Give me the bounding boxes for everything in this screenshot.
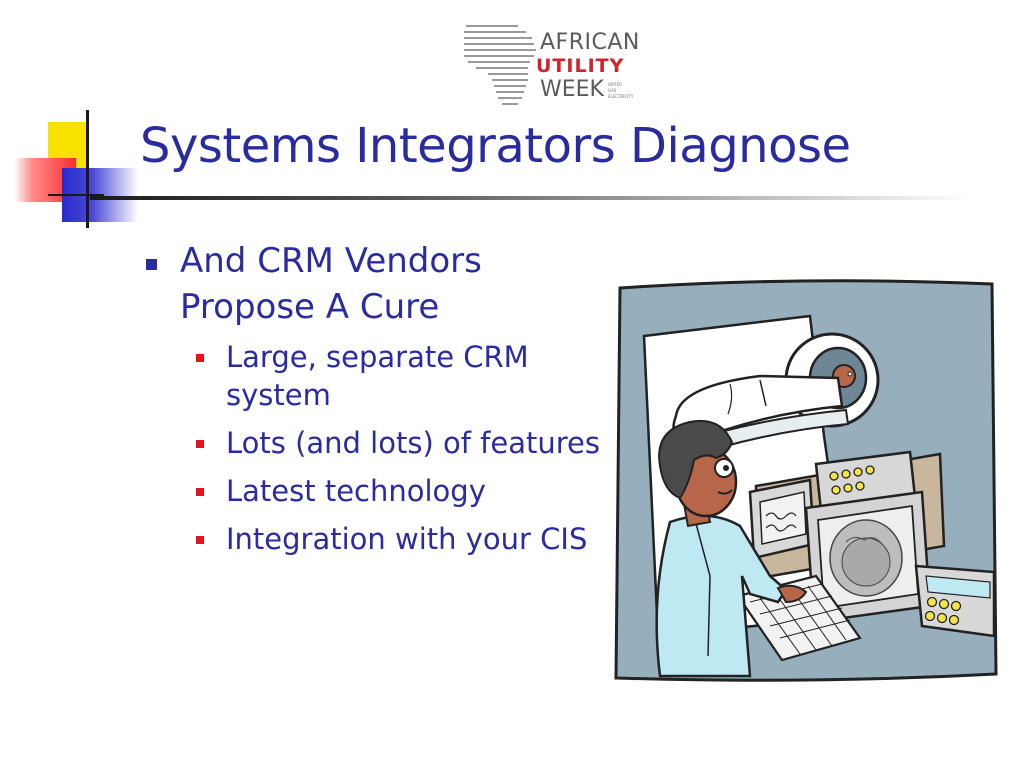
slide-title: Systems Integrators Diagnose	[140, 118, 851, 174]
slide-corner-decoration	[0, 100, 140, 230]
bullet-marker	[146, 259, 157, 270]
logo-small-gas: GAS	[608, 88, 617, 93]
bullet-list: And CRM Vendors Propose A Cure Large, se…	[146, 238, 616, 568]
sub-bullet-marker	[196, 488, 204, 496]
sub-bullet-item: Large, separate CRM system	[194, 338, 616, 414]
bullet-item: And CRM Vendors Propose A Cure	[146, 238, 616, 330]
sub-bullet-text: Latest technology	[226, 474, 486, 508]
mri-scene-icon	[614, 279, 998, 682]
sub-bullet-marker	[196, 354, 204, 362]
africa-map-icon	[464, 25, 536, 105]
decor-short-line	[48, 194, 104, 196]
bullet-text: And CRM Vendors Propose A Cure	[180, 241, 482, 327]
african-utility-week-logo: AFRICAN UTILITY WEEK WATER GAS ELECTRICI…	[462, 20, 644, 108]
sub-bullet-marker	[196, 440, 204, 448]
sub-bullet-item: Lots (and lots) of features	[194, 424, 616, 462]
logo-word-utility: UTILITY	[536, 55, 625, 77]
sub-bullet-text: Lots (and lots) of features	[226, 426, 600, 460]
sub-bullet-marker	[196, 536, 204, 544]
sub-bullet-item: Latest technology	[194, 472, 616, 510]
sub-bullet-list: Large, separate CRM system Lots (and lot…	[194, 338, 616, 558]
sub-bullet-text: Large, separate CRM system	[226, 340, 529, 412]
sub-bullet-text: Integration with your CIS	[226, 522, 588, 556]
title-underline	[90, 196, 970, 200]
logo-small-water: WATER	[608, 82, 622, 87]
doctor-mri-illustration	[610, 276, 1000, 686]
logo-word-week: WEEK	[540, 77, 604, 102]
logo-small-electricity: ELECTRICITY	[608, 94, 634, 99]
sub-bullet-item: Integration with your CIS	[194, 520, 616, 558]
decor-vertical-line	[86, 110, 89, 228]
logo-word-african: AFRICAN	[540, 30, 640, 55]
